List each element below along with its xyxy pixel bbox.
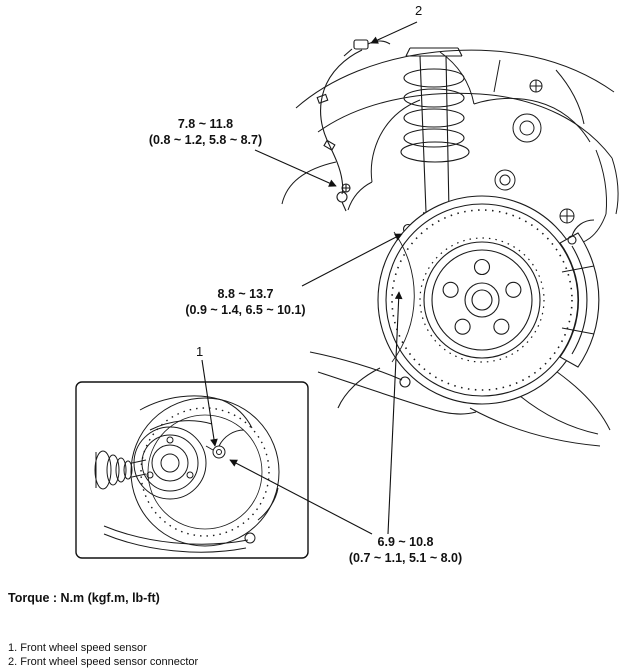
- legend-item-2: 2. Front wheel speed sensor connector: [8, 656, 199, 668]
- torque-lower-alt: (0.7 ~ 1.1, 5.1 ~ 8.0): [348, 551, 463, 565]
- leader-line-connector-callout: [370, 21, 418, 44]
- body-bolt-icon: [529, 79, 543, 93]
- hub-center-bore: [464, 282, 500, 318]
- callout-2-label: 2: [415, 3, 423, 18]
- speed-sensor-harness: [316, 39, 391, 212]
- cv-axle-boot: [94, 450, 147, 490]
- torque-middle-nm: 8.8 ~ 13.7: [217, 287, 274, 301]
- body-bolt-icon: [559, 208, 575, 224]
- torque-middle-alt: (0.9 ~ 1.4, 6.5 ~ 10.1): [185, 303, 306, 317]
- torque-spec-lower: 6.9 ~ 10.8 (0.7 ~ 1.1, 5.1 ~ 8.0): [318, 534, 493, 566]
- rotor-ghost: [130, 397, 280, 547]
- knuckle-detail-view: [94, 395, 280, 553]
- brake-disc: [377, 195, 587, 405]
- leader-lines: [201, 21, 418, 535]
- torque-units-note: Torque : N.m (kgf.m, lb-ft): [8, 591, 160, 605]
- leader-line-lower-torque-main: [387, 291, 403, 535]
- sensor-connector: [353, 39, 369, 50]
- harness-grommet: [323, 139, 336, 151]
- leader-line-upper-torque: [254, 149, 337, 187]
- legend-item-1: 1. Front wheel speed sensor: [8, 642, 147, 654]
- leader-line-middle-torque: [301, 233, 403, 287]
- coil-spring: [400, 68, 470, 163]
- hub-bearing: [133, 426, 207, 500]
- detail-wheel-speed-sensor: [205, 429, 245, 459]
- torque-upper-nm: 7.8 ~ 11.8: [177, 117, 234, 131]
- torque-lower-nm: 6.9 ~ 10.8: [377, 535, 434, 549]
- wheel-lug-holes: [442, 258, 522, 335]
- rotor-vent-holes: [391, 209, 573, 391]
- leader-line-lower-torque-inset: [229, 459, 373, 535]
- detail-lower-arm: [103, 487, 279, 553]
- torque-spec-middle: 8.8 ~ 13.7 (0.9 ~ 1.4, 6.5 ~ 10.1): [158, 286, 333, 318]
- detail-inset-box: [75, 381, 309, 559]
- tie-rod-end: [399, 376, 411, 388]
- torque-upper-alt: (0.8 ~ 1.2, 5.8 ~ 8.7): [148, 133, 263, 147]
- brake-caliper: [559, 219, 600, 368]
- callout-1-label: 1: [196, 344, 204, 359]
- brake-hose: [571, 219, 595, 237]
- harness-grommet: [316, 93, 329, 104]
- ball-joint: [244, 532, 256, 544]
- sensor-bracket-bolt-icon: [341, 183, 351, 193]
- caliper-anchor-arm: [139, 395, 253, 431]
- lower-arm-tie-rod: [309, 351, 477, 415]
- leader-line-sensor-callout: [201, 359, 218, 447]
- torque-spec-upper: 7.8 ~ 11.8 (0.8 ~ 1.2, 5.8 ~ 8.7): [118, 116, 293, 148]
